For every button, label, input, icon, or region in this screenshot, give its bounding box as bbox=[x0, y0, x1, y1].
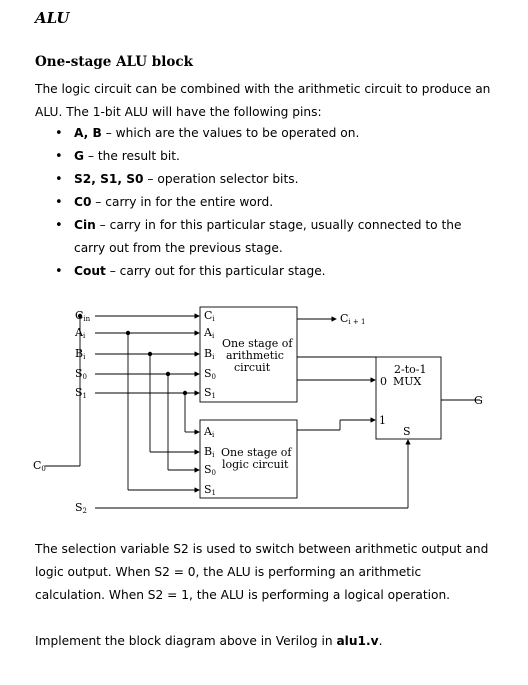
label-c0: C0 bbox=[33, 459, 46, 473]
pin-item-selectors: S2, S1, S0 – operation selector bits. bbox=[52, 168, 492, 191]
label-output-g: G bbox=[474, 394, 483, 407]
label-s1: S1 bbox=[75, 386, 87, 400]
label-ai: Ai bbox=[74, 326, 86, 340]
label-cin: Cin bbox=[75, 309, 91, 323]
arith-port-s1: S1 bbox=[204, 386, 216, 400]
pin-item-g: G – the result bit. bbox=[52, 145, 492, 168]
mux-in1: 1 bbox=[379, 414, 386, 427]
logic-box-line2: logic circuit bbox=[222, 458, 289, 471]
logic-port-ai: Ai bbox=[203, 425, 215, 439]
mux-line2: MUX bbox=[393, 375, 422, 388]
mux-box bbox=[375, 356, 442, 440]
logic-port-s0: S0 bbox=[204, 463, 216, 477]
intro-paragraph: The logic circuit can be combined with t… bbox=[35, 82, 491, 119]
pin-list: A, B – which are the values to be operat… bbox=[52, 122, 492, 283]
closing-paragraph: The selection variable S2 is used to swi… bbox=[35, 542, 489, 602]
arith-port-s0: S0 bbox=[204, 367, 216, 381]
arith-box-line3: circuit bbox=[234, 361, 271, 374]
pin-item-ab: A, B – which are the values to be operat… bbox=[52, 122, 492, 145]
logic-port-bi: Bi bbox=[204, 445, 215, 459]
section-title: One-stage ALU block bbox=[35, 54, 193, 70]
mux-in0: 0 bbox=[380, 375, 387, 388]
arith-box-line1: One stage of bbox=[222, 337, 293, 350]
logic-box-line1: One stage of bbox=[221, 446, 292, 459]
task-instruction: Implement the block diagram above in Ver… bbox=[35, 634, 383, 648]
pin-item-c0: C0 – carry in for the entire word. bbox=[52, 191, 492, 214]
task-filename: alu1.v bbox=[336, 634, 379, 648]
label-carry-out: Ci + 1 bbox=[340, 312, 365, 326]
label-s0: S0 bbox=[75, 367, 87, 381]
logic-circuit-box bbox=[199, 419, 298, 499]
mux-sel: S bbox=[403, 425, 411, 438]
logic-port-s1: S1 bbox=[204, 483, 216, 497]
arithmetic-circuit-box bbox=[199, 306, 298, 403]
label-s2: S2 bbox=[75, 501, 87, 515]
pin-item-cin: Cin – carry in for this particular stage… bbox=[52, 214, 492, 260]
label-bi: Bi bbox=[75, 347, 86, 361]
arith-port-ai: Ai bbox=[203, 326, 215, 340]
page-heading: ALU bbox=[35, 9, 70, 27]
pin-item-cout: Cout – carry out for this particular sta… bbox=[52, 260, 492, 283]
arith-box-line2: arithmetic bbox=[226, 349, 284, 362]
arith-port-bi: Bi bbox=[204, 347, 215, 361]
mux-line1: 2-to-1 bbox=[394, 363, 426, 376]
arith-port-ci: Ci bbox=[204, 309, 215, 323]
alu-block-diagram: Cin Ai Bi S0 S1 C0 S2 Ci Ai Bi S0 S1 One… bbox=[33, 306, 483, 515]
